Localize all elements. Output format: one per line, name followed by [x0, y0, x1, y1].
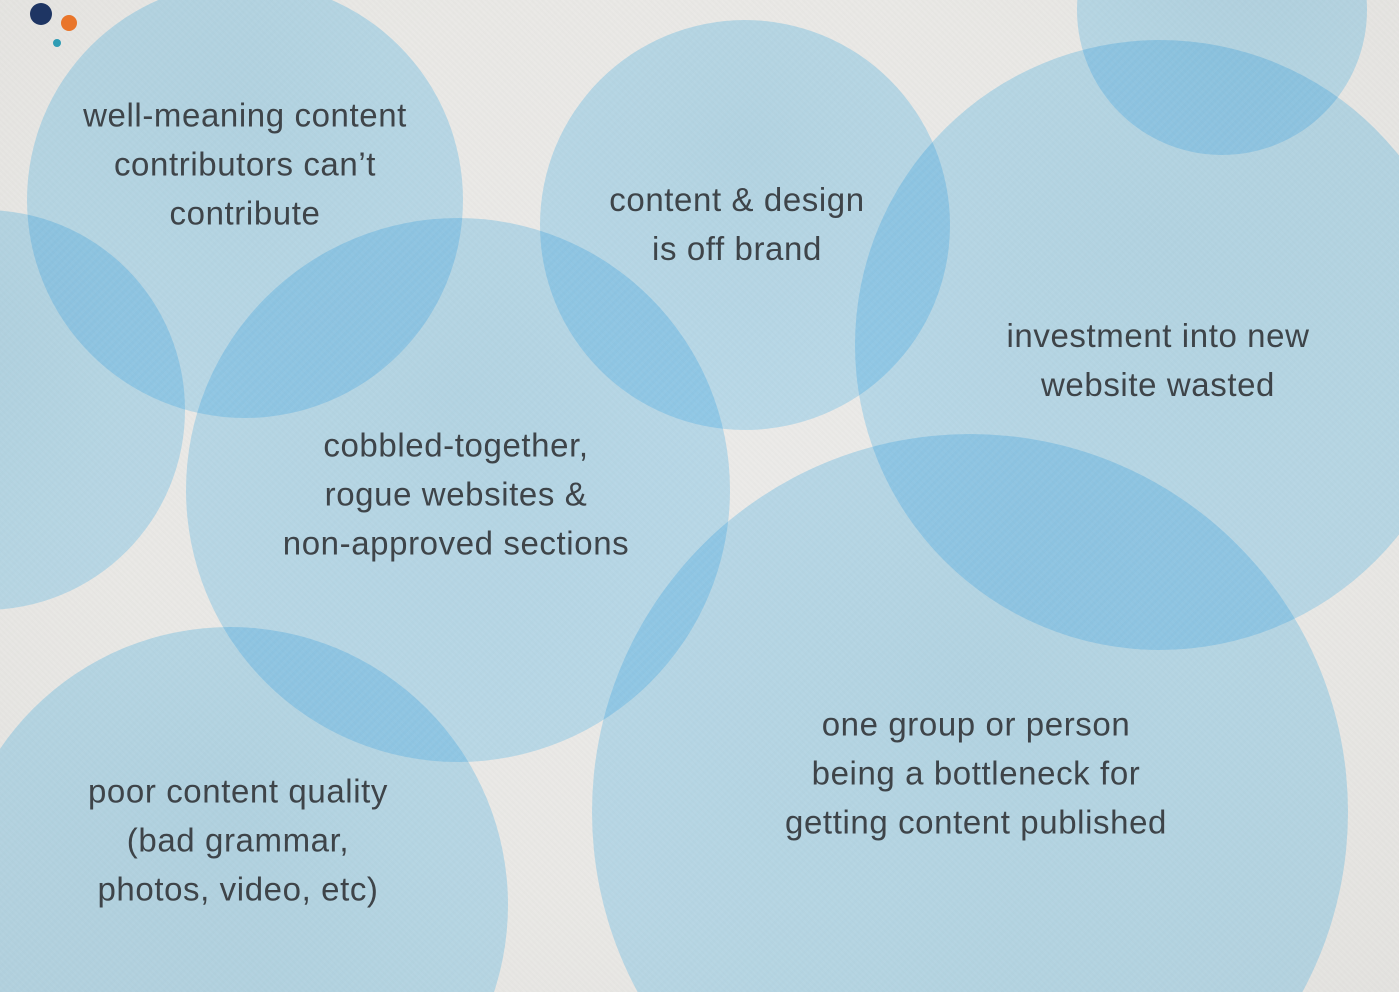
label-line: being a bottleneck for — [811, 754, 1141, 792]
logo-mark — [0, 0, 110, 70]
logo-dot-navy-icon — [30, 3, 52, 25]
bubble-label-well-meaning-contributors: well-meaning content contributors can’t … — [83, 91, 407, 238]
bubble-label-poor-content-quality: poor content quality (bad grammar, photo… — [88, 767, 388, 914]
bubble-label-investment-wasted: investment into new website wasted — [1006, 311, 1309, 409]
label-line: photos, video, etc) — [97, 870, 379, 908]
label-line: cobbled-together, — [323, 426, 589, 464]
label-line: rogue websites & — [324, 475, 588, 513]
bubble-label-one-group-bottleneck: one group or person being a bottleneck f… — [785, 700, 1167, 847]
label-line: getting content published — [785, 803, 1167, 841]
label-line: non-approved sections — [282, 524, 630, 562]
label-line: one group or person — [821, 705, 1131, 743]
label-line: is off brand — [652, 230, 822, 267]
label-line: contribute — [169, 194, 321, 232]
logo-dot-orange-icon — [61, 15, 77, 31]
label-line: (bad grammar, — [126, 821, 350, 859]
logo-dot-teal-icon — [53, 39, 61, 47]
label-line: contributors can’t — [113, 145, 377, 183]
bubble-label-content-design-off-brand: content & design is off brand — [609, 175, 864, 273]
label-line: investment into new — [1006, 317, 1310, 354]
label-line: website wasted — [1040, 366, 1276, 403]
label-line: well-meaning content — [83, 96, 407, 134]
bubble-label-cobbled-together-rogue: cobbled-together, rogue websites & non-a… — [283, 421, 629, 568]
label-line: poor content quality — [87, 772, 389, 810]
label-line: content & design — [609, 181, 865, 218]
